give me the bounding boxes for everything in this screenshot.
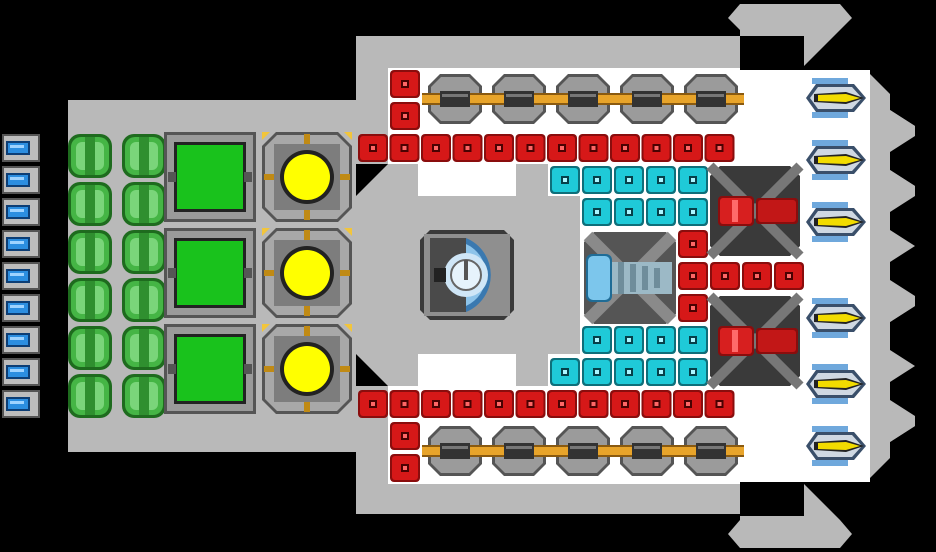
green-tank-block[interactable] <box>68 326 112 370</box>
red-conduit-block[interactable] <box>578 134 609 162</box>
reactor-column <box>262 132 352 414</box>
green-tank-block[interactable] <box>68 374 112 418</box>
blue-thruster-block[interactable] <box>2 358 40 386</box>
red-conduit-block[interactable] <box>547 134 577 162</box>
red-conduit-block[interactable] <box>742 262 772 290</box>
yellow-reactor-block[interactable] <box>262 132 352 222</box>
red-conduit-block[interactable] <box>673 390 703 418</box>
red-conduit-block[interactable] <box>710 262 740 290</box>
red-conduit-block[interactable] <box>390 70 420 98</box>
red-conduit-block[interactable] <box>452 134 483 162</box>
red-conduit-block[interactable] <box>678 294 708 322</box>
red-conduit-block[interactable] <box>515 134 546 162</box>
green-tank-block[interactable] <box>122 374 166 418</box>
red-weapon-block[interactable] <box>710 296 800 386</box>
red-conduit-block[interactable] <box>484 134 514 162</box>
cyan-conduit-block[interactable] <box>614 326 644 354</box>
red-weapon-block[interactable] <box>710 166 800 256</box>
yellow-reactor-block[interactable] <box>262 324 352 414</box>
cyan-conduit-block[interactable] <box>582 358 612 386</box>
red-conduit-block[interactable] <box>389 134 420 162</box>
red-conduit-block[interactable] <box>484 390 514 418</box>
red-conduit-block[interactable] <box>390 454 420 482</box>
blue-thruster-block[interactable] <box>2 230 40 258</box>
cyan-conduit-block[interactable] <box>582 166 612 194</box>
red-conduit-block[interactable] <box>673 134 703 162</box>
blue-thruster-block[interactable] <box>2 390 40 418</box>
red-conduit-block[interactable] <box>452 390 483 418</box>
red-conduit-block[interactable] <box>678 262 708 290</box>
red-conduit-block[interactable] <box>578 390 609 418</box>
red-conduit-block[interactable] <box>704 390 735 418</box>
green-tank-block[interactable] <box>122 182 166 226</box>
green-tank-block[interactable] <box>122 230 166 274</box>
red-conduit-block[interactable] <box>641 134 672 162</box>
red-conduit-block[interactable] <box>610 134 640 162</box>
red-conduit-block[interactable] <box>515 390 546 418</box>
blue-thruster-block[interactable] <box>2 134 40 162</box>
cyan-cannon-block[interactable] <box>583 231 677 325</box>
red-conduit-block[interactable] <box>678 230 708 258</box>
green-tank-block[interactable] <box>122 134 166 178</box>
green-tank-block[interactable] <box>68 278 112 322</box>
green-tank-block[interactable] <box>122 278 166 322</box>
cyan-conduit-block[interactable] <box>550 358 580 386</box>
cyan-conduit-block[interactable] <box>614 198 644 226</box>
red-conduit-block[interactable] <box>389 390 420 418</box>
cyan-conduit-block[interactable] <box>646 198 676 226</box>
green-tank-block[interactable] <box>68 134 112 178</box>
command-core-block[interactable] <box>420 230 514 320</box>
blue-thruster-block[interactable] <box>2 198 40 226</box>
blue-thruster-block[interactable] <box>2 166 40 194</box>
cyan-conduit-block[interactable] <box>614 358 644 386</box>
green-generator-block[interactable] <box>164 132 256 222</box>
cyan-conduit-block[interactable] <box>550 166 580 194</box>
blue-thruster-block[interactable] <box>2 326 40 354</box>
blue-thruster-block[interactable] <box>2 262 40 290</box>
turret-row-bottom <box>422 426 744 476</box>
cyan-conduit-block[interactable] <box>678 166 708 194</box>
cyan-conduit-block[interactable] <box>678 358 708 386</box>
cyan-conduit-block[interactable] <box>646 166 676 194</box>
red-conduit-block[interactable] <box>421 390 451 418</box>
red-conduit-block[interactable] <box>390 102 420 130</box>
green-tank-block[interactable] <box>68 230 112 274</box>
green-generator-block[interactable] <box>164 324 256 414</box>
cyan-conduit-block[interactable] <box>646 326 676 354</box>
cyan-conduit-block[interactable] <box>678 326 708 354</box>
red-conduit-block[interactable] <box>358 134 388 162</box>
yellow-reactor-block[interactable] <box>262 228 352 318</box>
cyan-conduit-block[interactable] <box>614 166 644 194</box>
cyan-conduit-block[interactable] <box>678 198 708 226</box>
cyan-conduit-block[interactable] <box>582 326 612 354</box>
green-tank-block[interactable] <box>68 182 112 226</box>
cyan-conduit-block[interactable] <box>646 358 676 386</box>
green-tank-block[interactable] <box>122 326 166 370</box>
generator-column <box>164 132 256 414</box>
red-conduit-block[interactable] <box>421 134 451 162</box>
cyan-conduit-block[interactable] <box>582 198 612 226</box>
thruster-column <box>2 134 40 418</box>
red-conduit-block[interactable] <box>358 390 388 418</box>
red-conduit-block[interactable] <box>704 134 735 162</box>
green-generator-block[interactable] <box>164 228 256 318</box>
red-conduit-block[interactable] <box>547 390 577 418</box>
blue-thruster-block[interactable] <box>2 294 40 322</box>
red-conduit-block[interactable] <box>641 390 672 418</box>
red-conduit-block[interactable] <box>390 422 420 450</box>
turret-row-top <box>422 74 744 124</box>
red-conduit-block[interactable] <box>610 390 640 418</box>
red-conduit-block[interactable] <box>774 262 804 290</box>
